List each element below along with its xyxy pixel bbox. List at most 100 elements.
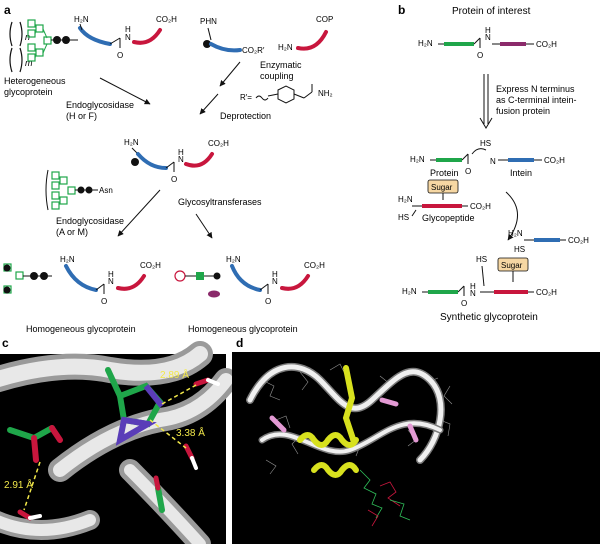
co2r-label: CO₂R′ (242, 46, 265, 55)
arrow-glycosyl (195, 213, 213, 239)
svg-text:CO₂H: CO₂H (470, 202, 491, 211)
svg-text:H: H (485, 26, 491, 35)
glycopeptide-label: Glycopeptide (422, 213, 475, 223)
arrow-coupling (219, 61, 241, 87)
subscript-m: m (25, 58, 33, 68)
enzymatic-1: Enzymatic (260, 60, 302, 70)
svg-text:H₂N: H₂N (398, 195, 413, 204)
svg-text:N: N (108, 277, 114, 286)
panel-d-label: d (236, 336, 243, 350)
protein-ribbon (246, 363, 445, 464)
endo-hf-2: (H or F) (66, 111, 97, 121)
svg-text:CO₂H: CO₂H (140, 261, 161, 270)
svg-text:O: O (265, 297, 271, 306)
homog-label-2: Homogeneous glycoprotein (188, 324, 298, 334)
svg-text:H₂N: H₂N (124, 138, 139, 147)
panel-a: a n m H₂N (3, 3, 333, 334)
mannose-squares (27, 19, 52, 62)
panel-b: b Protein of interest H₂N O N H CO₂H Exp… (398, 3, 589, 323)
panel-a-label: a (4, 3, 11, 17)
svg-text:H: H (178, 148, 184, 157)
svg-text:O: O (101, 297, 107, 306)
svg-text:HS: HS (480, 139, 491, 148)
svg-text:Sugar: Sugar (431, 183, 453, 192)
synthetic-label: Synthetic glycoprotein (440, 312, 538, 323)
homog-label-1: Homogeneous glycoprotein (26, 324, 136, 334)
distance-2: 3.38 Å (176, 426, 205, 439)
glycan-wireframe (359, 469, 411, 527)
intein-label: Intein (510, 168, 532, 178)
svg-text:H₂N: H₂N (410, 155, 425, 164)
pink-segments (269, 397, 419, 443)
a-h2n-1: H₂N (74, 15, 89, 24)
svg-text:CO₂H: CO₂H (536, 40, 557, 49)
a-amide-n-1: N (125, 33, 131, 42)
homogeneous-left: H₂N O N H CO₂H Homogeneous glycoprotein (3, 255, 161, 334)
hydrogen-bonds (23, 383, 199, 511)
express-1: Express N terminus (496, 84, 575, 94)
imidazole-ring (116, 382, 164, 428)
svg-text:H₂N: H₂N (226, 255, 241, 264)
phn-label: PHN (200, 17, 217, 26)
panel-b-label: b (398, 3, 405, 17)
svg-text:CO₂H: CO₂H (304, 261, 325, 270)
a-co2h-1: CO₂H (156, 15, 177, 24)
svg-text:CO₂H: CO₂H (544, 156, 565, 165)
panel-c: c (0, 336, 238, 549)
svg-text:H₂N: H₂N (60, 255, 75, 264)
arrow-endo-hf (99, 77, 151, 105)
endo-am-1: Endoglycosidase (56, 216, 124, 226)
red-peptide (132, 28, 162, 45)
distance-3: 2.91 Å (4, 478, 33, 491)
svg-text:H₂N: H₂N (402, 287, 417, 296)
express-3: fusion protein (496, 106, 550, 116)
svg-text:CO₂H: CO₂H (536, 288, 557, 297)
svg-text:H: H (470, 282, 476, 291)
svg-text:N: N (485, 33, 491, 42)
panel-c-label: c (2, 336, 9, 350)
svg-text:CO₂H: CO₂H (208, 139, 229, 148)
endo-am-2: (A or M) (56, 227, 88, 237)
cop-label: COP (316, 15, 333, 24)
released-glycan: Asn (45, 169, 113, 211)
blue-peptide (78, 26, 112, 46)
svg-text:HS: HS (476, 255, 487, 264)
a-amide-o-1: O (117, 51, 123, 60)
svg-text:H₂N: H₂N (418, 39, 433, 48)
arrow-deprotection (199, 93, 219, 115)
protein-label: Protein (430, 168, 459, 178)
svg-text:O: O (461, 299, 467, 308)
svg-text:N: N (470, 289, 476, 298)
glycosyltransferases-label: Glycosyltransferases (178, 197, 262, 207)
svg-text:N: N (272, 277, 278, 286)
heterogeneous-glycoprotein: n m H₂N O N (4, 15, 177, 97)
benzene-ring (277, 85, 295, 104)
protected-fragments: PHN CO₂R′ H₂N COP Enzymatic coupling R′=… (200, 15, 333, 104)
svg-text:N: N (490, 157, 496, 166)
protein-backbone-tubes (0, 341, 238, 549)
protein-of-interest: Protein of interest (452, 6, 531, 17)
yellow-helix (297, 365, 359, 478)
nh2-label: NH₂ (318, 89, 333, 98)
distance-1: 2.89 Å (160, 368, 189, 381)
panel-d: d (232, 336, 600, 544)
express-2: as C-terminal intein- (496, 95, 577, 105)
h2n-fragment: H₂N (278, 43, 293, 52)
deprotection-label: Deprotection (220, 111, 271, 121)
svg-text:HS: HS (398, 213, 409, 222)
svg-text:O: O (465, 167, 471, 176)
central-glycoprotein: H₂N O N H CO₂H (124, 138, 229, 184)
rprime-label: R′= (240, 93, 252, 102)
svg-text:HS: HS (514, 245, 525, 254)
a-amide-h-1: H (125, 25, 131, 34)
svg-text:CO₂H: CO₂H (568, 236, 589, 245)
asn-label: Asn (99, 186, 113, 195)
endo-hf-1: Endoglycosidase (66, 100, 134, 110)
enzymatic-2: coupling (260, 71, 294, 81)
svg-text:Sugar: Sugar (501, 261, 523, 270)
hetero-label-2: glycoprotein (4, 87, 53, 97)
svg-text:O: O (477, 51, 483, 60)
arrow-endo-am (117, 189, 161, 237)
svg-text:H: H (108, 270, 114, 279)
svg-text:H₂N: H₂N (508, 229, 523, 238)
